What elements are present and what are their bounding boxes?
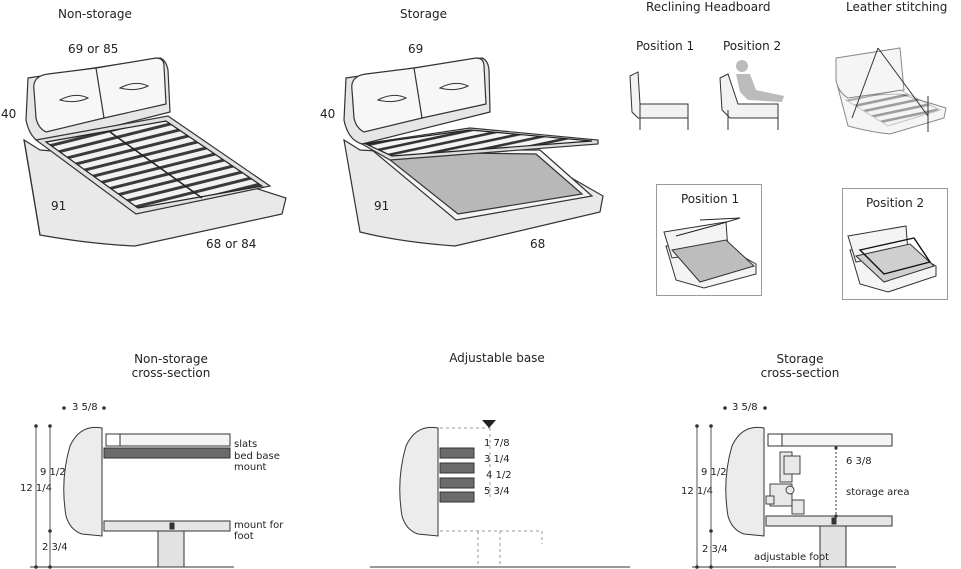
position-1-frame — [656, 184, 762, 296]
title-leather-stitching: Leather stitching — [846, 0, 948, 14]
dim-ns-length: 91 — [51, 199, 67, 213]
adjust-height-4: 5 3/4 — [484, 486, 510, 497]
storage-cross-section-drawing — [692, 406, 896, 569]
dim-ns-width: 69 or 85 — [68, 42, 119, 56]
ns-dim-total: 12 1/4 — [20, 483, 52, 494]
st-dim-mid: 9 1/2 — [701, 467, 727, 478]
title-ns-cross-line2: cross-section — [131, 366, 211, 380]
lift-position-2-sketch — [847, 225, 937, 293]
reclining-position-2-sketch — [719, 60, 784, 130]
st-dim-total: 12 1/4 — [681, 486, 713, 497]
st-label-adjustable-foot: adjustable foot — [754, 552, 829, 563]
title-ns-cross-line1: Non-storage — [134, 352, 208, 366]
ns-label-mount-line2: mount — [234, 462, 267, 473]
ns-label-bed-base-mount: bed base mount — [234, 451, 280, 473]
ns-label-foot-line2: foot — [234, 531, 254, 542]
ns-label-mount-line1: bed base — [234, 451, 280, 462]
lift-position-1-sketch — [663, 217, 757, 289]
title-st-cross-line2: cross-section — [760, 366, 840, 380]
ns-label-foot-line1: mount for — [234, 520, 284, 531]
adjust-height-1: 1 7/8 — [484, 438, 510, 449]
dim-st-inner: 68 — [530, 237, 546, 251]
st-dim-top: 3 5/8 — [732, 402, 758, 413]
dim-ns-height: 40 — [1, 107, 17, 121]
label-position-1-top: Position 1 — [636, 39, 695, 53]
title-st-cross-line1: Storage — [776, 352, 824, 366]
st-label-storage-area: storage area — [846, 487, 910, 498]
ns-dim-mid: 9 1/2 — [40, 467, 66, 478]
title-adjustable-base: Adjustable base — [449, 351, 545, 365]
dim-st-width: 69 — [408, 42, 424, 56]
adjust-height-3: 4 1/2 — [486, 470, 512, 481]
label-position-2-top: Position 2 — [723, 39, 782, 53]
st-dim-depth: 6 3/8 — [846, 456, 872, 467]
position-2-frame — [842, 188, 948, 300]
dim-ns-inner: 68 or 84 — [206, 237, 257, 251]
title-ns-cross-section: Non-storage cross-section — [132, 352, 211, 380]
non-storage-cross-section-drawing — [30, 406, 234, 569]
dim-st-height: 40 — [320, 107, 336, 121]
title-st-cross-section: Storage cross-section — [761, 352, 840, 380]
adjustable-base-drawing — [370, 420, 630, 568]
dim-st-length: 91 — [374, 199, 390, 213]
ns-dim-top: 3 5/8 — [72, 402, 98, 413]
adjust-height-2: 3 1/4 — [484, 454, 510, 465]
title-non-storage: Non-storage — [58, 7, 132, 21]
leather-stitching-sketch — [835, 47, 947, 135]
ns-dim-foot: 2 3/4 — [42, 542, 68, 553]
ns-label-slats: slats — [234, 439, 258, 450]
storage-bed-illustration — [343, 57, 604, 247]
title-reclining-headboard: Reclining Headboard — [646, 0, 771, 14]
ns-label-mount-for-foot: mount for foot — [234, 520, 283, 542]
title-storage: Storage — [400, 7, 447, 21]
label-position-2-box: Position 2 — [866, 196, 925, 210]
st-dim-foot: 2 3/4 — [702, 544, 728, 555]
non-storage-bed-illustration — [23, 57, 287, 247]
label-position-1-box: Position 1 — [681, 192, 740, 206]
reclining-position-1-sketch — [629, 71, 689, 130]
